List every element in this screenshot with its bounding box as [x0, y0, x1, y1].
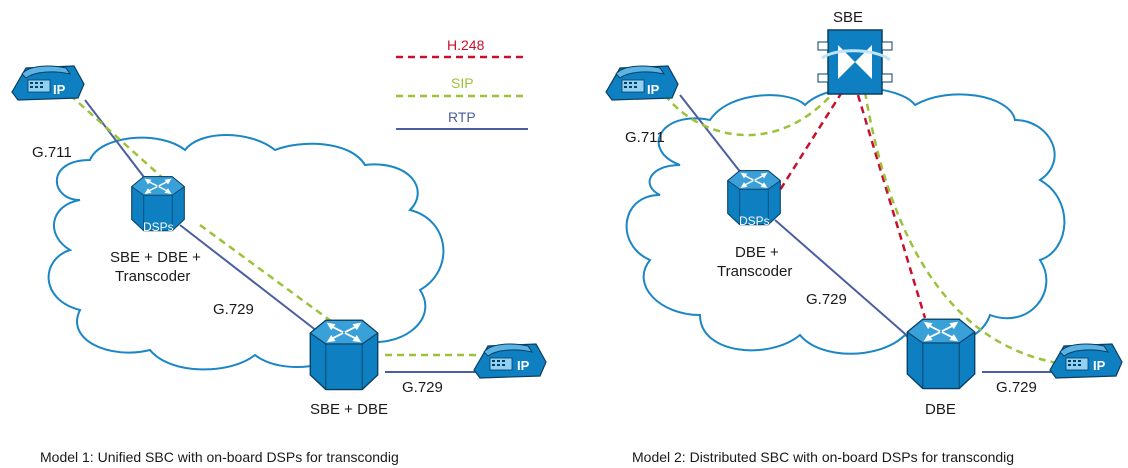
codec-label-g729-phone: G.729 [402, 379, 443, 396]
sip-line-router1-router2 [199, 223, 351, 337]
ip-phone-model2-left: IP [605, 65, 679, 101]
sip-line-phone1-sbe [664, 84, 841, 137]
router1-label-line2: Transcoder [717, 263, 792, 280]
rtp-line-router1-router2 [774, 219, 913, 341]
phone-badge-text: IP [1093, 358, 1106, 373]
legend-rtp-label: RTP [448, 109, 476, 125]
legend-sip-label: SIP [451, 75, 474, 91]
codec-label-g729-middle: G.729 [213, 301, 254, 318]
codec-label-g711: G.711 [32, 144, 72, 161]
router1-label-line2: Transcoder [115, 268, 190, 285]
dsp-badge-text: DSPs [143, 220, 174, 234]
router1-label-line1: SBE + DBE + [110, 249, 201, 266]
h248-line-sbe-router2 [856, 94, 927, 319]
caption-model2: Model 2: Distributed SBC with on-board D… [632, 449, 1014, 465]
rtp-line-phone1-router1 [84, 99, 151, 186]
router-model1-sbe-dbe [309, 319, 379, 391]
router-model1-transcoder: DSPs [130, 175, 186, 234]
cloud-model2 [625, 87, 1066, 355]
phone-badge-text: IP [53, 82, 66, 97]
model1-group: IP DSPs IP G.711 SBE + DBE + Transcoder … [11, 65, 547, 465]
sip-line-sbe-phone2 [863, 91, 1071, 367]
h248-line-sbe-router1 [778, 91, 844, 191]
sbe-device-icon [817, 29, 893, 95]
model2-group: SBE IP DSPs IP G.711 DBE + [605, 9, 1123, 465]
codec-label-g729-middle: G.729 [806, 291, 847, 308]
codec-label-g729-phone: G.729 [996, 379, 1037, 396]
router2-label: SBE + DBE [310, 401, 388, 418]
router1-label-line1: DBE + [735, 244, 779, 261]
sip-line-phone1-router1 [69, 94, 166, 181]
phone-badge-text: IP [517, 358, 530, 373]
legend: H.248 SIP RTP [396, 37, 528, 130]
dsp-badge-text: DSPs [739, 214, 770, 228]
rtp-line-router1-router2 [179, 224, 336, 346]
phone-badge-text: IP [647, 82, 660, 97]
ip-phone-model2-right: IP [1049, 343, 1123, 379]
ip-phone-model1-left: IP [11, 65, 85, 101]
codec-label-g711: G.711 [625, 129, 665, 146]
caption-model1: Model 1: Unified SBC with on-board DSPs … [40, 449, 399, 465]
router2-label: DBE [925, 401, 956, 418]
legend-h248-label: H.248 [447, 37, 485, 53]
cloud-model1 [47, 134, 445, 371]
ip-phone-model1-right: IP [473, 343, 547, 379]
router-model2-dbe [906, 318, 976, 390]
rtp-line-phone1-router1 [679, 94, 746, 179]
sbe-label: SBE [833, 9, 863, 26]
router-model2-transcoder: DSPs [726, 169, 782, 228]
